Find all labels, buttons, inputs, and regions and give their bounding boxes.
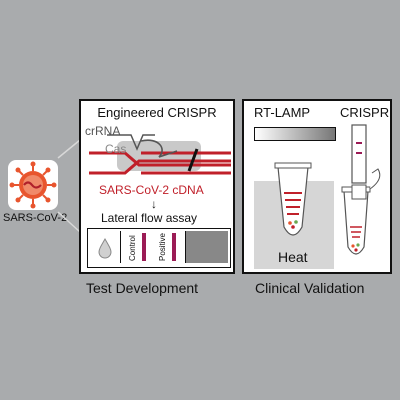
cdna-strands [89, 151, 231, 175]
clinical-validation-caption: Clinical Validation [255, 280, 365, 296]
crispr-strip [351, 124, 367, 184]
control-label: Control [128, 235, 137, 261]
cut-mark [187, 148, 199, 172]
crrna-label: crRNA [85, 124, 121, 138]
reaction-tubes [274, 124, 381, 255]
heat-block-top [254, 127, 336, 141]
cdna-label: SARS-CoV-2 cDNA [99, 183, 204, 197]
arrow-down: ↓ [151, 197, 157, 211]
lfa-title: Lateral flow assay [101, 211, 198, 225]
cas-label: Cas [105, 142, 127, 156]
test-development-panel: Engineered CRISPR crRNA Cas SARS-CoV-2 c… [79, 99, 235, 274]
absorbent-pad [185, 231, 228, 263]
clinical-validation-panel: RT-LAMP CRISPR Heat [242, 99, 392, 274]
virus-icon [9, 161, 57, 209]
crispr-tube [341, 168, 381, 255]
lateral-flow-strip: Control Positive [87, 228, 231, 268]
crispr-title: CRISPR [340, 105, 390, 120]
lamp-tube [274, 162, 312, 236]
engineered-crispr-title: Engineered CRISPR [97, 105, 217, 120]
rtlamp-title: RT-LAMP [254, 105, 311, 120]
positive-band [172, 233, 176, 261]
crispr-complex-diagram [89, 134, 231, 175]
virus-label: SARS-CoV-2 [3, 212, 68, 224]
positive-label: Positive [158, 232, 167, 261]
control-band [142, 233, 146, 261]
sample-pad [90, 231, 121, 263]
drop-icon [98, 237, 112, 259]
heat-label: Heat [278, 249, 308, 265]
test-development-caption: Test Development [86, 280, 199, 296]
crrna-strand [107, 134, 155, 151]
virus-icon-box [8, 160, 58, 210]
